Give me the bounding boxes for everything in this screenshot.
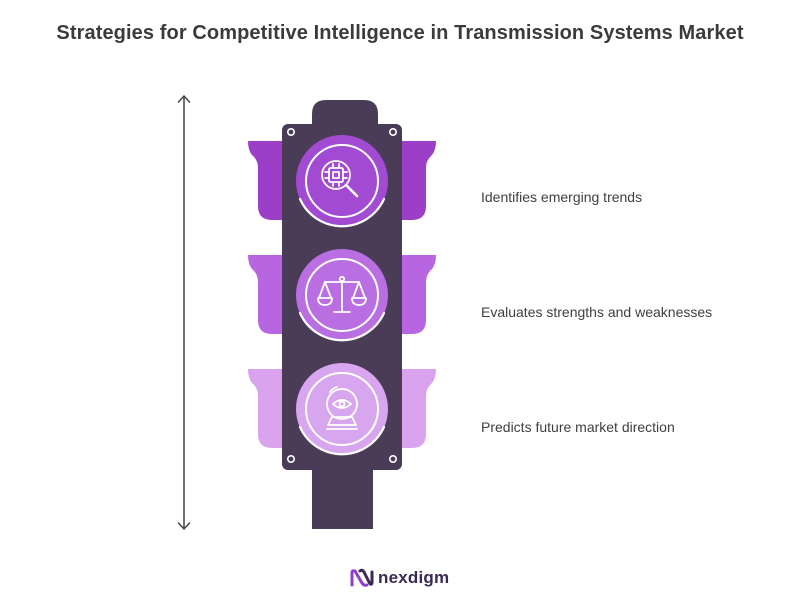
balance-scale-icon [317,275,367,313]
step-label-3: Predicts future market direction [481,419,675,435]
flap-right-middle [402,255,436,334]
traffic-light-cap [312,100,378,125]
nexdigm-wave-icon [350,568,374,587]
crystal-ball-eye-icon [326,386,358,430]
flap-right-bottom [402,369,436,448]
vertical-double-arrow [177,95,191,530]
traffic-light-pole [312,470,373,529]
lens-bottom [296,363,388,456]
flap-left-middle [248,255,282,334]
step-label-2: Evaluates strengths and weaknesses [481,304,713,320]
flap-left-top [248,141,282,220]
housing-screws [286,128,397,463]
side-flaps [248,141,436,448]
flap-right-top [402,141,436,220]
flap-left-bottom [248,369,282,448]
brand-name: nexdigm [378,568,450,587]
page-title: Strategies for Competitive Intelligence … [56,22,744,44]
processor-search-icon [321,160,359,198]
step-label-1: Identifies emerging trends [481,189,643,205]
brand-logo: nexdigm [350,566,449,590]
